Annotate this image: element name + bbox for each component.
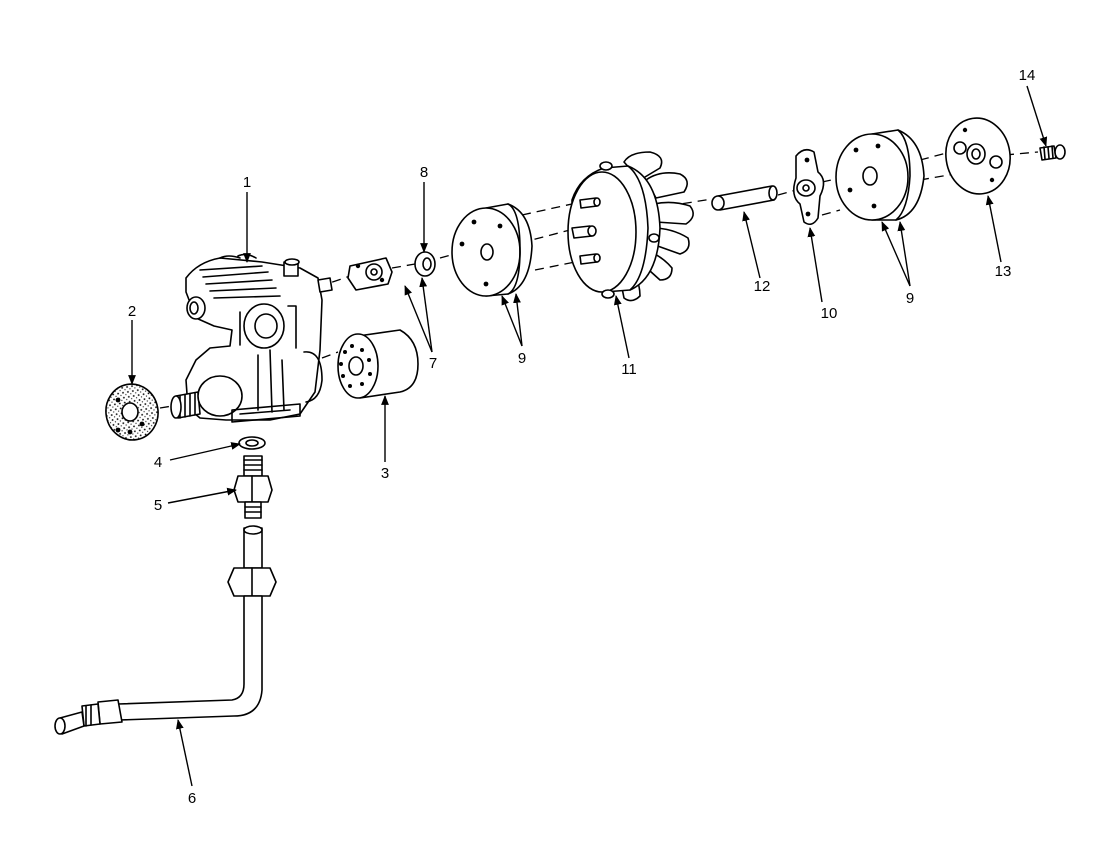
- threaded-adapter: [233, 455, 273, 519]
- callout-1: 1: [243, 174, 251, 191]
- callout-14: 14: [1019, 67, 1036, 84]
- washer: [238, 436, 266, 450]
- callout-8: 8: [420, 164, 428, 181]
- link-bracket: [792, 148, 825, 226]
- gasket-disc: [105, 383, 159, 441]
- callout-10: 10: [821, 305, 838, 322]
- callout-2: 2: [128, 303, 136, 320]
- callout-12: 12: [754, 278, 771, 295]
- callout-7: 7: [429, 355, 437, 372]
- callout-3: 3: [381, 465, 389, 482]
- filter-canister: [337, 329, 419, 399]
- bushing: [414, 251, 436, 277]
- callout-6: 6: [188, 790, 196, 807]
- end-plate: [945, 117, 1011, 195]
- leader-lines: [128, 85, 1048, 787]
- callout-11: 11: [621, 361, 637, 378]
- pump-housing: [170, 253, 333, 423]
- drive-coupling: [347, 257, 393, 291]
- callout-labels: 1 2 3 4 5 6 7 8 9 10 9 11 12 13 14: [128, 67, 1036, 807]
- callout-9-left: 9: [518, 350, 526, 367]
- rotor-disc-left: [451, 203, 533, 297]
- callout-5: 5: [154, 497, 162, 514]
- bent-tube-assembly: [54, 525, 277, 735]
- fan-housing: [567, 151, 694, 302]
- callout-4: 4: [154, 454, 162, 471]
- rotor-disc-right: [835, 129, 925, 221]
- screw: [1039, 144, 1066, 161]
- callout-13: 13: [995, 263, 1012, 280]
- drive-shaft: [711, 185, 778, 211]
- callout-9-right: 9: [906, 290, 914, 307]
